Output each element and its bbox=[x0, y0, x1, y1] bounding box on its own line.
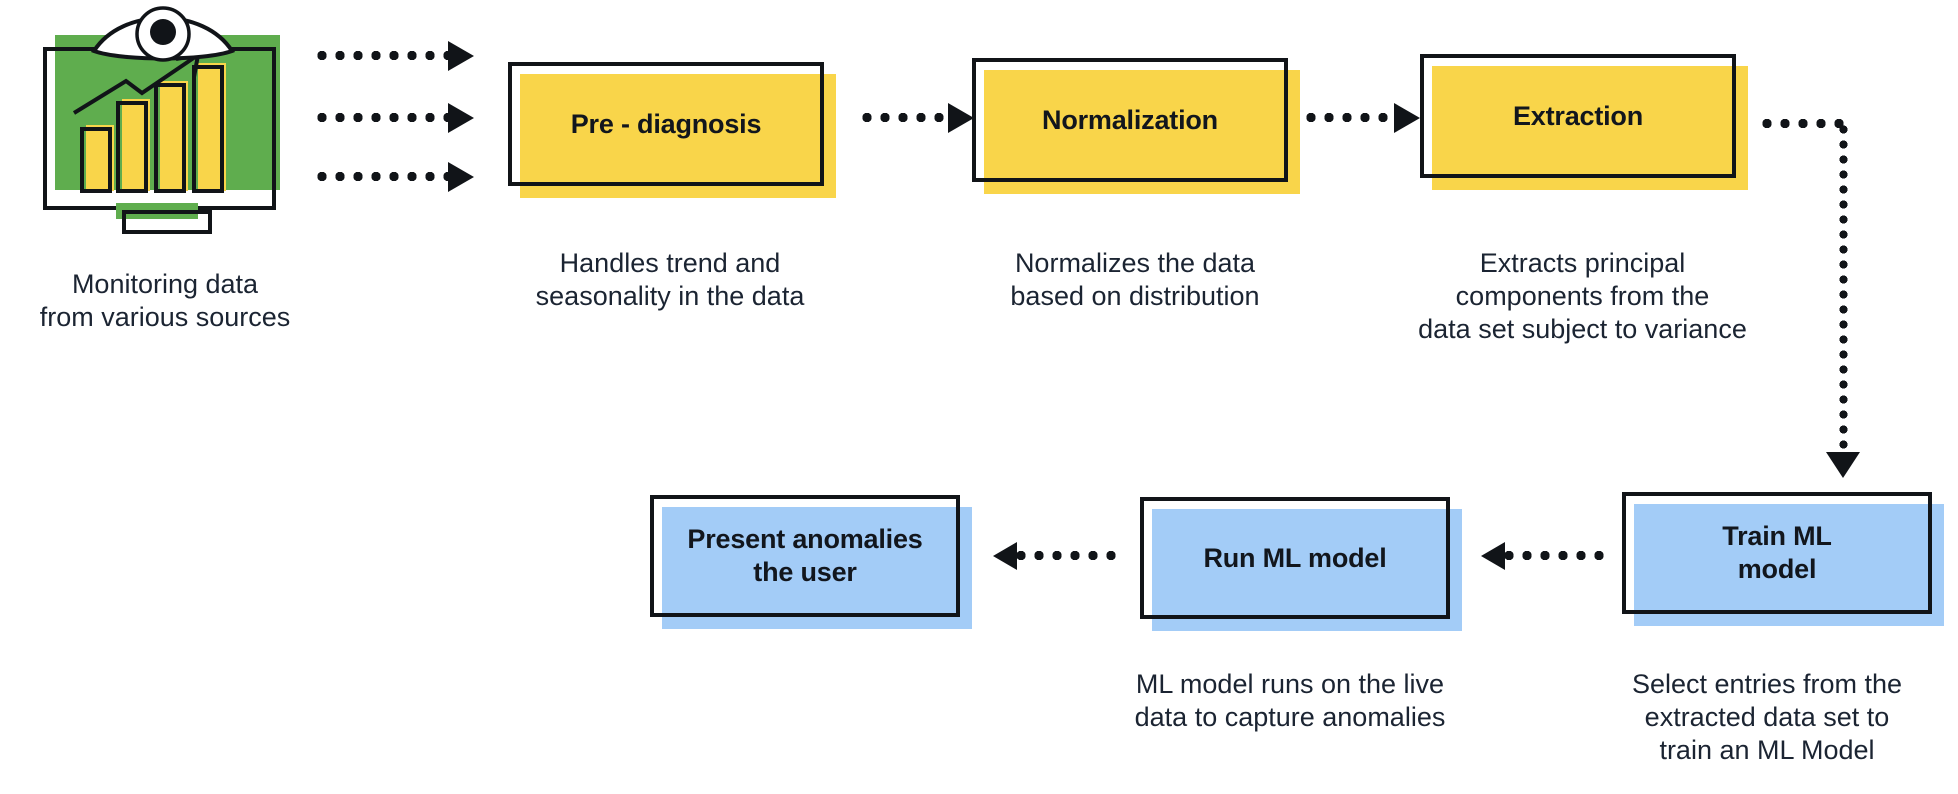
caption-pre-diagnosis-line-2: seasonality in the data bbox=[535, 280, 805, 311]
node-pre-diagnosis-fill bbox=[520, 74, 836, 198]
node-present-anomalies-outline: Present anomalies the user bbox=[650, 495, 960, 617]
node-train-ml-model-label: Train ML model bbox=[1722, 520, 1832, 586]
node-present-anomalies-label: Present anomalies the user bbox=[687, 523, 922, 589]
node-normalization[interactable]: Normalization bbox=[972, 58, 1300, 194]
node-train-ml-model-label-line-1: Train ML bbox=[1722, 521, 1832, 552]
source-caption: Monitoring data from various sources bbox=[20, 268, 310, 334]
source-caption-line-1: Monitoring data bbox=[71, 269, 259, 299]
node-present-anomalies-label-line-2: the user bbox=[753, 557, 857, 587]
node-train-ml-model[interactable]: Train ML model bbox=[1622, 492, 1944, 626]
caption-run-ml-model-line-1: ML model runs on the live bbox=[1135, 669, 1445, 699]
node-normalization-outline: Normalization bbox=[972, 58, 1288, 182]
node-present-anomalies-label-line-1: Present anomalies bbox=[687, 524, 923, 555]
node-extraction-outline: Extraction bbox=[1420, 54, 1736, 178]
monitor-stand-outline bbox=[122, 210, 212, 234]
caption-normalization: Normalizes the data based on distributio… bbox=[935, 247, 1335, 313]
caption-run-ml-model: ML model runs on the live data to captur… bbox=[1090, 668, 1490, 734]
node-normalization-fill bbox=[984, 70, 1300, 194]
caption-train-ml-model-line-3: train an ML Model bbox=[1659, 734, 1875, 765]
eye-icon bbox=[88, 3, 238, 63]
bar-chart-graphic bbox=[70, 53, 250, 193]
node-pre-diagnosis[interactable]: Pre - diagnosis bbox=[508, 62, 836, 198]
node-pre-diagnosis-outline: Pre - diagnosis bbox=[508, 62, 824, 186]
caption-extraction: Extracts principal components from the d… bbox=[1370, 247, 1795, 346]
caption-extraction-line-1: Extracts principal bbox=[1479, 248, 1686, 278]
caption-pre-diagnosis-line-1: Handles trend and bbox=[559, 248, 781, 278]
node-train-ml-model-fill bbox=[1634, 504, 1944, 626]
node-run-ml-model-outline: Run ML model bbox=[1140, 497, 1450, 619]
node-run-ml-model-fill bbox=[1152, 509, 1462, 631]
caption-pre-diagnosis: Handles trend and seasonality in the dat… bbox=[470, 247, 870, 313]
node-extraction[interactable]: Extraction bbox=[1420, 54, 1748, 190]
node-run-ml-model[interactable]: Run ML model bbox=[1140, 497, 1462, 631]
caption-normalization-line-2: based on distribution bbox=[1010, 280, 1260, 311]
node-train-ml-model-outline: Train ML model bbox=[1622, 492, 1932, 614]
caption-extraction-line-3: data set subject to variance bbox=[1418, 313, 1747, 344]
caption-train-ml-model: Select entries from the extracted data s… bbox=[1582, 668, 1952, 767]
caption-train-ml-model-line-2: extracted data set to bbox=[1644, 701, 1890, 732]
node-pre-diagnosis-label: Pre - diagnosis bbox=[570, 108, 762, 139]
caption-extraction-line-2: components from the bbox=[1455, 280, 1710, 311]
node-train-ml-model-label-line-2: model bbox=[1737, 554, 1817, 584]
caption-train-ml-model-line-1: Select entries from the bbox=[1631, 669, 1903, 699]
monitoring-dashboard-icon bbox=[30, 5, 295, 245]
node-present-anomalies[interactable]: Present anomalies the user bbox=[650, 495, 972, 629]
source-caption-line-2: from various sources bbox=[39, 301, 291, 332]
caption-normalization-line-1: Normalizes the data bbox=[1014, 248, 1256, 278]
node-present-anomalies-fill bbox=[662, 507, 972, 629]
node-extraction-fill bbox=[1432, 66, 1748, 190]
node-run-ml-model-label: Run ML model bbox=[1203, 542, 1387, 573]
node-extraction-label: Extraction bbox=[1512, 100, 1644, 131]
node-normalization-label: Normalization bbox=[1042, 104, 1218, 135]
caption-run-ml-model-line-2: data to capture anomalies bbox=[1134, 701, 1446, 732]
